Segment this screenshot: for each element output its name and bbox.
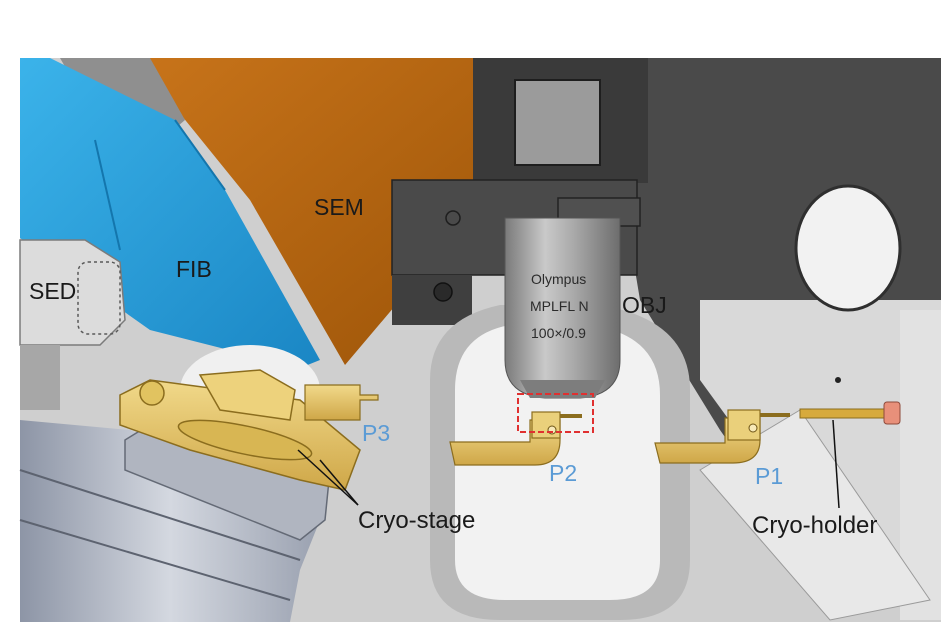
cryo-holder-tip	[883, 401, 901, 425]
cryo-holder-arm	[699, 409, 931, 621]
p3-label: P3	[362, 420, 391, 446]
objective-brand-label: Olympus	[531, 271, 587, 287]
p1-screw	[748, 423, 758, 433]
p1-label: P1	[755, 463, 784, 489]
cryo-stage-slot	[177, 419, 313, 461]
rotary-stage-ring	[19, 469, 301, 561]
p2-sample-tip	[560, 414, 582, 418]
cryo-stage-leader	[319, 459, 359, 506]
sed-body	[20, 345, 60, 410]
objective-mount-side	[392, 275, 472, 325]
fib-column-edge	[174, 119, 226, 191]
objective-spec-label: 100×/0.9	[531, 325, 586, 341]
cryo-stage-knob	[139, 380, 165, 406]
sed-label: SED	[29, 278, 77, 304]
rotary-stage-ring	[19, 519, 291, 601]
cryo-stage-clamp	[198, 369, 296, 421]
objective-model-label: MPLFL N	[530, 298, 589, 314]
cryo-holder-leader	[832, 419, 840, 509]
mount-screw-hole	[835, 377, 841, 383]
sem-label: SEM	[314, 194, 364, 220]
cryo-stage-label: Cryo-stage	[358, 507, 476, 534]
p2-label: P2	[549, 460, 578, 486]
objective-focus-highlight	[517, 393, 594, 433]
cryo-holder-rod	[799, 408, 887, 419]
objective-well-inner	[455, 325, 660, 600]
objective-top-window	[514, 79, 601, 166]
fib-column-edge	[94, 139, 121, 251]
cryo-stage-leader	[297, 449, 359, 506]
mount-hole	[794, 184, 902, 312]
obj-label: OBJ	[622, 292, 667, 318]
p2-sample-block	[531, 411, 561, 439]
adjust-knob	[433, 282, 453, 302]
cryo-holder-label: Cryo-holder	[752, 512, 878, 539]
sed-grid	[77, 261, 121, 335]
mount-screw	[445, 210, 461, 226]
rotary-stage	[20, 420, 320, 622]
fib-label: FIB	[176, 256, 212, 282]
p1-sample-tip	[760, 413, 790, 417]
p3-holder	[304, 384, 379, 421]
